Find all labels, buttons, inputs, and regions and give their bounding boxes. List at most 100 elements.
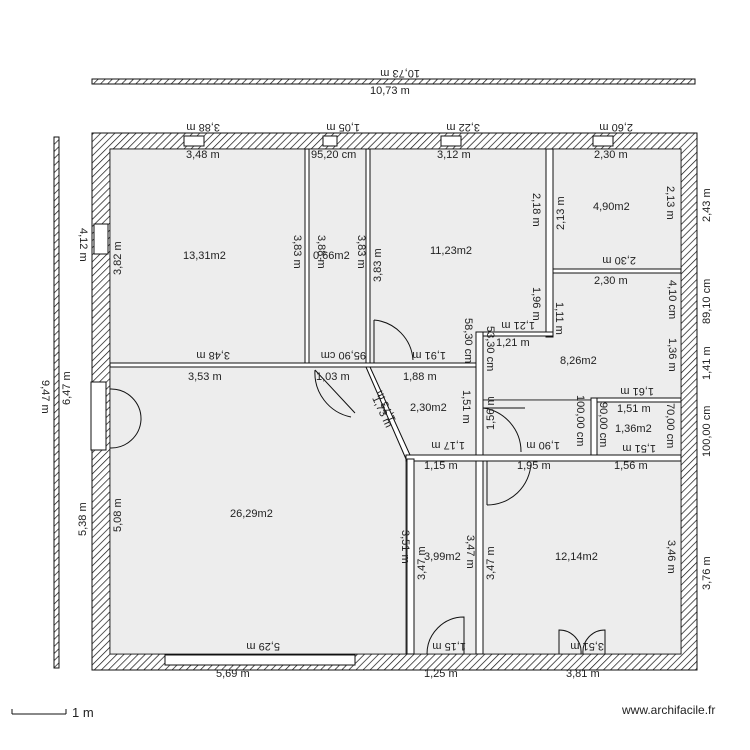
dim-c3: 3,83 m [355,235,367,269]
dim-m3: 1,91 m [412,349,446,361]
dim-i4: 2,30 m [594,149,628,161]
dim-r3: 2,13 m [664,186,676,220]
dim-d3: 1,51 m [460,390,472,424]
dim-t1: 3,88 m [186,121,220,133]
wall-h2 [552,268,682,274]
dim-l1: 4,12 m [77,228,89,262]
dim-w2: 1,51 m [617,403,651,415]
window-left-door [90,381,107,451]
scale-bar [11,709,67,715]
door-closet-swing [314,369,356,418]
dim-t4: 2,60 m [599,121,633,133]
dim-n3: 1,88 m [403,371,437,383]
dim-e3: 1,36 m [666,338,678,372]
wall-h3 [405,454,682,462]
dim-s1: 2,30 m [602,254,636,266]
dim-h3: 1,90 m [526,439,560,451]
wall-v3 [545,148,554,338]
dim-v5: 58,30 cm [462,318,474,363]
room-bedroom1 [109,148,306,364]
dim-e1: 4,10 cm [666,280,678,319]
dim-m2: 95,90 cm [321,349,366,361]
room-small [552,148,682,270]
dim-c2: 3,88 m [315,235,327,269]
dim-w5: 100,00 cm [574,395,586,446]
dim-v3: 1,21 m [501,319,535,331]
door-corridor [426,616,465,655]
dim-i2: 95,20 cm [311,149,356,161]
dim-b4: 3,47 m [485,546,497,580]
wall-h1 [109,362,477,368]
overall-height-bar [53,136,60,669]
window-top-3 [440,135,462,147]
dim-b5: 3,46 m [665,540,677,574]
area-room8: 8,26m2 [560,355,597,367]
dim-i1: 3,48 m [186,149,220,161]
dim-b1: 3,51 m [399,530,411,564]
dim-r4: 2,43 m [701,188,713,222]
area-corridor: 3,99m2 [424,551,461,563]
dim-n1: 3,53 m [188,371,222,383]
dim-t3: 3,22 m [446,121,480,133]
watermark: www.archifacile.fr [621,703,715,717]
dim-l2: 3,82 m [112,241,124,275]
dim-v4: 1,21 m [496,337,530,349]
dim-n2: 1,03 m [316,371,350,383]
dim-h4: 1,95 m [517,460,551,472]
dim-r2: 2,13 m [555,196,567,230]
dim-v1: 1,96 m [530,287,542,321]
dim-w1: 1,61 m [620,385,654,397]
area-small-room: 4,90m2 [593,201,630,213]
dim-f3: 1,15 m [432,640,466,652]
dim-v6: 53,30 cm [484,326,496,371]
dim-b3: 3,47 m [464,535,476,569]
wall-v4 [475,331,484,655]
dim-overall-height: 9,47 m [39,380,51,414]
window-top-1 [183,135,205,147]
dim-w4: 1,56 m [614,460,648,472]
dim-f4: 1,25 m [424,668,458,680]
dim-m1: 3,48 m [196,349,230,361]
area-bedroom2: 11,23m2 [430,245,472,257]
dim-w7: 70,00 cm [664,403,676,448]
dim-f1: 5,29 m [246,640,280,652]
area-living: 26,29m2 [230,508,273,520]
dim-h2: 1,15 m [424,460,458,472]
room-bedroom2 [369,148,547,364]
dim-e2: 89,10 cm [701,279,713,324]
dim-s2: 2,30 m [594,275,628,287]
dim-r1: 2,18 m [530,193,542,227]
door-bedroom3-double [558,629,606,655]
area-wc: 1,36m2 [615,423,652,435]
dim-i3: 3,12 m [437,149,471,161]
dim-t2: 1,05 m [326,121,360,133]
dim-w6: 90,00 cm [597,402,609,447]
dim-f2: 5,69 m [216,668,250,680]
area-bedroom1: 13,31m2 [183,250,226,262]
dim-f5: 3,51 m [570,640,604,652]
window-left [93,223,109,255]
dim-l5: 5,08 m [112,498,124,532]
window-top-4 [592,135,614,147]
dim-h1: 1,17 m [431,439,465,451]
wall-wc-left [590,397,598,456]
dim-d4: 1,56 m [485,396,497,430]
dim-w8: 100,00 cm [701,406,713,457]
dim-v2: 1,11 m [553,302,565,335]
dim-overall-width: 10,73 m [370,85,410,97]
dim-e4: 1,41 m [701,346,713,380]
wall-v1 [304,148,310,368]
dim-c1: 3,83 m [291,235,303,269]
dim-f6: 3,81 m [566,668,600,680]
dim-c4: 3,83 m [372,248,384,282]
door-bedroom2 [373,319,414,363]
window-top-2 [322,135,338,147]
area-bedroom3: 12,14m2 [555,551,598,563]
room-8-lower [482,399,592,456]
door-bedroom3 [486,461,532,506]
scale-label: 1 m [72,705,94,720]
dim-overall-width-mirrored: 10,73 m [380,67,420,79]
area-hall: 2,30m2 [410,402,447,414]
dim-b2: 3,47 m [416,546,428,580]
